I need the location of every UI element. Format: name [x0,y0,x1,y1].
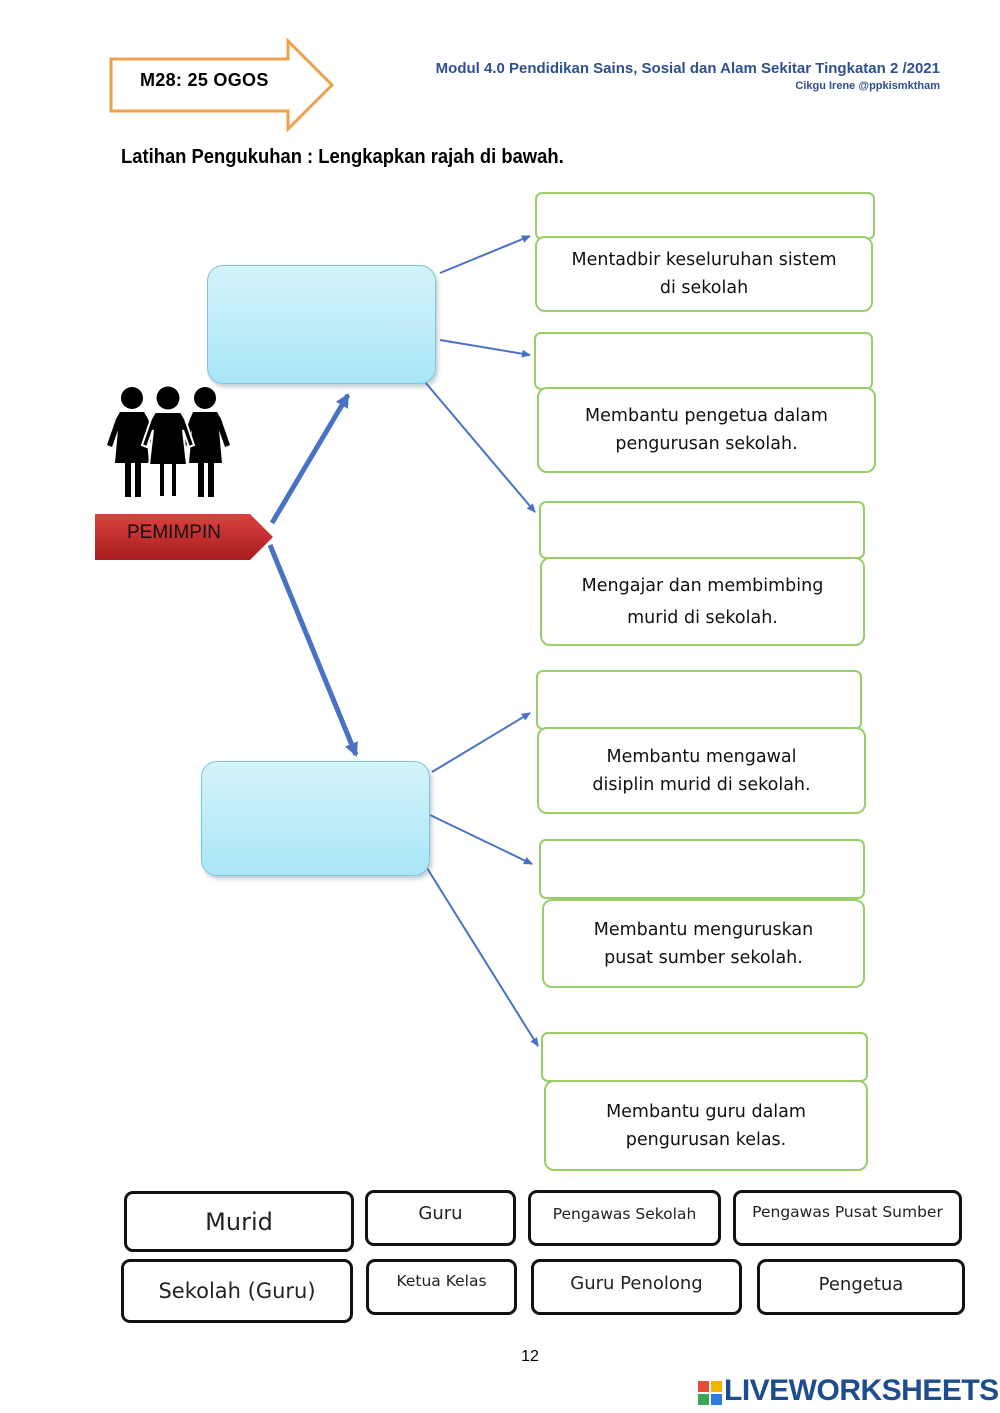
date-arrow-badge [109,38,335,132]
description-box-1: Mentadbir keseluruhan sistem di sekolah [535,236,873,312]
answer-box-2[interactable] [534,332,873,390]
description-box-6: Membantu guru dalam pengurusan kelas. [544,1080,868,1171]
description-text: Mentadbir keseluruhan sistem di sekolah [571,250,837,298]
author-credit: Cikgu Irene @ppkismktham [795,80,940,92]
instruction-text: Latihan Pengukuhan : Lengkapkan rajah di… [121,146,564,168]
description-text: Mengajar dan membimbing murid di sekolah… [581,575,824,628]
leader-answer-box-upper[interactable] [207,265,436,384]
liveworksheets-logo-icon [698,1381,722,1405]
leader-answer-box-lower[interactable] [201,761,430,876]
page-number: 12 [521,1348,539,1365]
description-text: Membantu pengetua dalam pengurusan sekol… [585,406,828,454]
pemimpin-label: PEMIMPIN [127,522,221,543]
word-chip-pengawas-sekolah[interactable]: Pengawas Sekolah [528,1190,721,1246]
pemimpin-banner [95,514,273,560]
description-text: Membantu menguruskan pusat sumber sekola… [593,919,814,968]
arrow-to-lower-leader [267,544,359,757]
description-box-4: Membantu mengawal disiplin murid di seko… [537,727,866,814]
word-chip-guru-penolong[interactable]: Guru Penolong [531,1259,742,1315]
date-badge-label: M28: 25 OGOS [140,70,269,90]
description-box-3: Mengajar dan membimbing murid di sekolah… [540,557,865,646]
answer-box-4[interactable] [536,670,862,730]
description-text: Membantu mengawal disiplin murid di seko… [592,746,811,795]
liveworksheets-wordmark: LIVEWORKSHEETS [724,1374,999,1407]
module-title: Modul 4.0 Pendidikan Sains, Sosial dan A… [435,60,940,77]
description-box-2: Membantu pengetua dalam pengurusan sekol… [537,387,876,473]
word-chip-guru[interactable]: Guru [365,1190,516,1246]
word-chip-murid[interactable]: Murid [124,1191,354,1252]
word-chip-pengawas-pusat-sumber[interactable]: Pengawas Pusat Sumber [733,1190,962,1246]
answer-box-6[interactable] [541,1032,868,1082]
answer-box-3[interactable] [539,501,865,559]
word-chip-sekolah-guru[interactable]: Sekolah (Guru) [121,1259,353,1323]
word-chip-pengetua[interactable]: Pengetua [757,1259,965,1315]
arrow-to-upper-leader [269,393,351,525]
description-box-5: Membantu menguruskan pusat sumber sekola… [542,899,865,988]
word-chip-ketua-kelas[interactable]: Ketua Kelas [366,1259,517,1315]
people-group-icon [107,386,230,498]
answer-box-5[interactable] [539,839,865,899]
description-text: Membantu guru dalam pengurusan kelas. [606,1101,806,1150]
answer-box-1[interactable] [535,192,875,240]
